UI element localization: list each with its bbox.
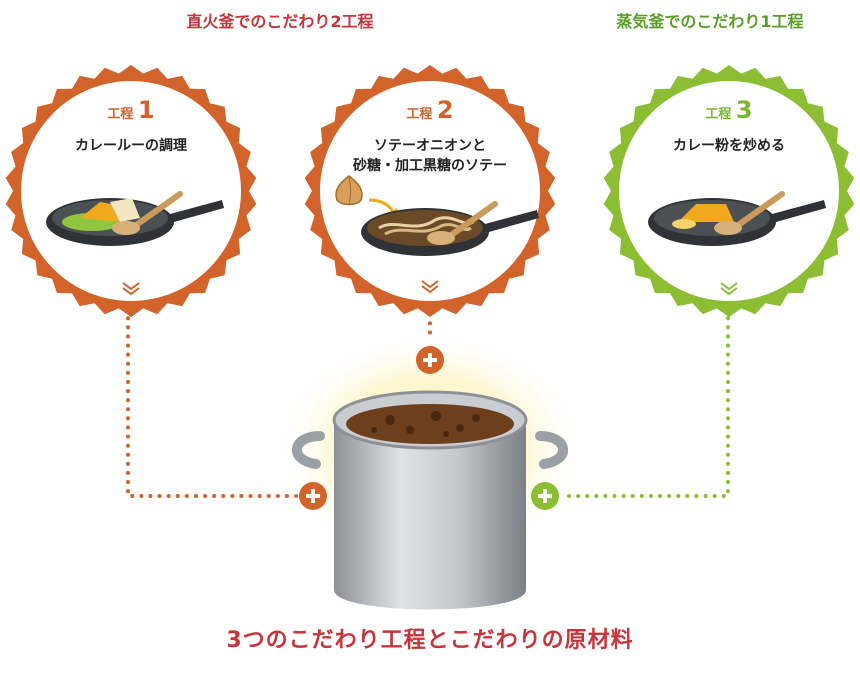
plus-icon-right [530,481,560,511]
step-1-title: 工程 1 [0,96,262,124]
frying-pan-icon [40,188,230,278]
step-3-number: 3 [736,96,753,124]
frying-pan-icon [642,188,832,278]
step-1-label: 工程 [107,107,133,122]
step-3-description: カレー粉を炒める [598,136,860,156]
chevron-down-icon [718,280,740,296]
plus-icon-top [415,345,445,375]
step-2-label: 工程 [406,107,432,122]
step-1-badge: 工程 1 カレールーの調理 [0,60,262,322]
step-1-description: カレールーの調理 [0,136,262,156]
step-1-number: 1 [138,96,155,124]
step-3-label: 工程 [705,107,731,122]
step-2-badge: 工程 2 ソテーオニオンと 砂糖・加工黒糖のソテー [299,60,561,322]
step-1-line-1: カレールーの調理 [0,136,262,156]
step-2-number: 2 [437,96,454,124]
step-2-title: 工程 2 [299,96,561,124]
plus-icon-left [298,481,328,511]
chevron-down-icon [419,278,441,294]
step-3-badge: 工程 3 カレー粉を炒める [598,60,860,322]
step-2-line-1: ソテーオニオンと [299,136,561,156]
step-3-title: 工程 3 [598,96,860,124]
summary-caption: 3つのこだわり工程とこだわりの原材料 [0,622,860,654]
step-2-description: ソテーオニオンと 砂糖・加工黒糖のソテー [299,136,561,176]
chevron-down-icon [120,280,142,296]
step-3-line-1: カレー粉を炒める [598,136,860,156]
frying-pan-icon [355,198,545,288]
